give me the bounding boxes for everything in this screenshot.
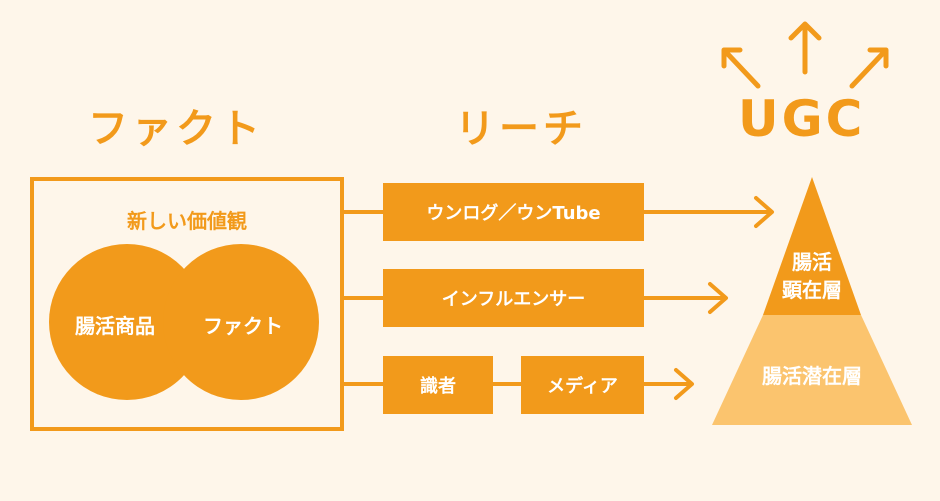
fact-box-frame <box>30 177 344 431</box>
heading-fact: ファクト <box>88 106 264 152</box>
circle-left <box>49 244 205 400</box>
heading-reach: リーチ <box>455 106 587 152</box>
channel-influencer: インフルエンサー <box>383 269 644 327</box>
channel-expert: 識者 <box>383 356 493 414</box>
channel-unlog: ウンログ／ウンTube <box>383 183 644 241</box>
circle-right-label: ファクト <box>203 314 283 338</box>
channel-media: メディア <box>521 356 644 414</box>
connector-lines <box>344 210 521 386</box>
pyramid-top-line2: 顕在層 <box>782 278 842 302</box>
fact-box-title: 新しい価値観 <box>127 209 247 233</box>
pyramid-top-line1: 腸活 <box>792 250 832 274</box>
circle-right <box>163 244 319 400</box>
pyramid-bottom <box>712 315 912 425</box>
heading-ugc: UGC <box>738 90 866 148</box>
pyramid-bottom-label: 腸活潜在層 <box>762 364 862 388</box>
reach-arrows <box>642 196 774 400</box>
circle-left-label: 腸活商品 <box>75 314 155 338</box>
pyramid-top <box>763 177 861 315</box>
ugc-arrows-icon <box>721 21 889 89</box>
